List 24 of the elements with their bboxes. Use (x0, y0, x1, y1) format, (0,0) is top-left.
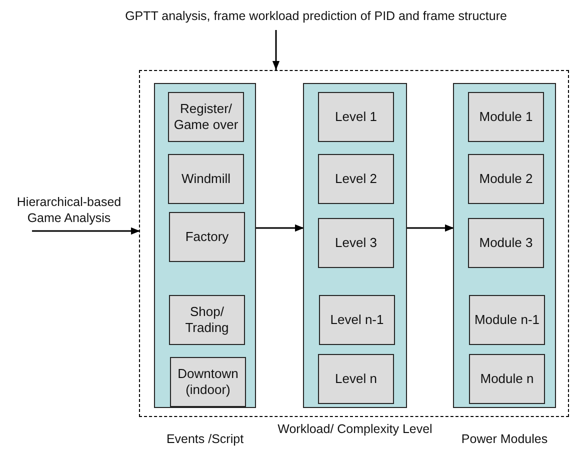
arrow (272, 30, 280, 70)
process-box: Level 3 (318, 218, 394, 268)
process-box: Level n (318, 354, 394, 404)
process-box: Module n (469, 354, 545, 404)
column-label: Power Modules (460, 431, 549, 448)
process-box: Level 1 (318, 92, 394, 142)
process-box: Level n-1 (319, 295, 395, 345)
process-box: Factory (169, 212, 245, 262)
arrow (256, 224, 304, 232)
annotation-text: Hierarchical-based Game Analysis (10, 192, 128, 228)
annotation-text: GPTT analysis, frame workload prediction of PID and frame structure (90, 4, 542, 28)
process-box: Module n-1 (469, 295, 545, 345)
process-box: Module 1 (468, 92, 544, 142)
process-box: Module 3 (468, 218, 544, 268)
process-box: Downtown (indoor) (170, 357, 246, 407)
arrow (407, 224, 454, 232)
process-box: Register/ Game over (168, 92, 244, 142)
column-label: Events /Script (165, 431, 245, 448)
process-box: Windmill (168, 154, 244, 204)
process-box: Shop/ Trading (169, 295, 245, 345)
process-box: Module 2 (468, 154, 544, 204)
column-label: Workload/ Complexity Level (276, 421, 434, 438)
arrow (32, 227, 140, 235)
process-box: Level 2 (318, 154, 394, 204)
